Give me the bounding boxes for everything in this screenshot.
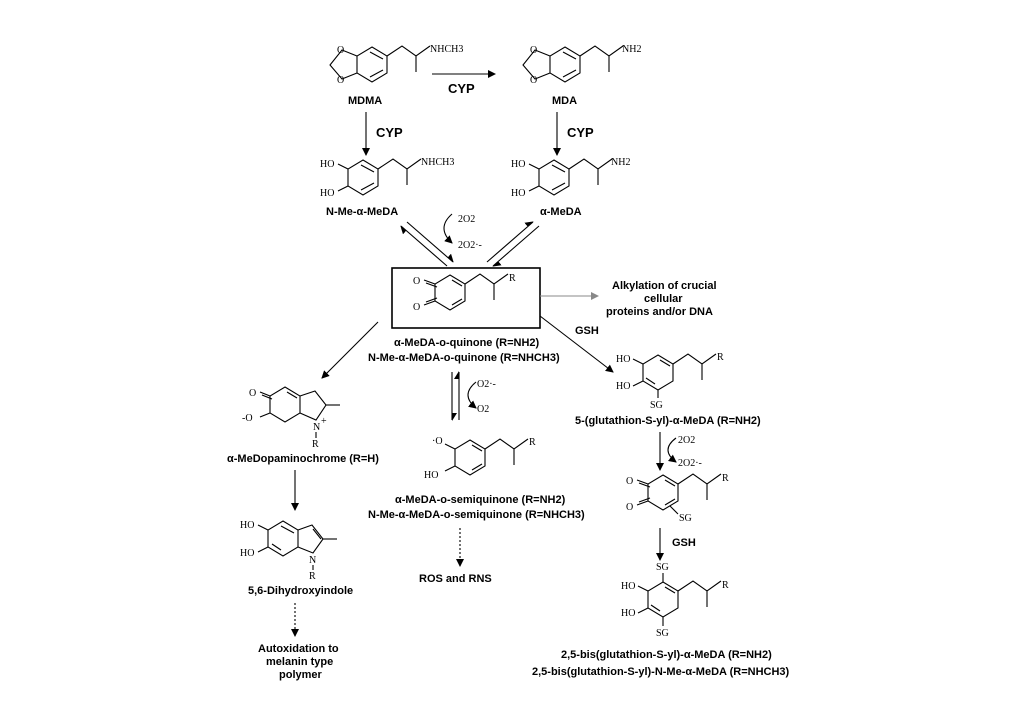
mda-structure: O O NH2 MDA bbox=[522, 44, 641, 107]
indole-oh1: HO bbox=[240, 520, 254, 531]
semiq-r: R bbox=[529, 437, 536, 448]
meda-oh2: HO bbox=[511, 188, 525, 199]
o2-in-label: 2O2 bbox=[458, 214, 475, 225]
indole-n: N bbox=[309, 555, 316, 566]
cyp-right-label: CYP bbox=[567, 125, 594, 140]
mdma-amine: NHCH3 bbox=[430, 44, 463, 55]
equilibrium-semiquinone bbox=[451, 371, 460, 421]
indole-label: 5,6-Dihydroxyindole bbox=[248, 585, 353, 597]
autox-line1: Autoxidation to bbox=[258, 643, 339, 655]
nmemeda-structure: HO HO NHCH3 N-Me-α-MeDA bbox=[320, 157, 454, 218]
alkylation-line1: Alkylation of crucial bbox=[612, 280, 717, 292]
semiq-o: ·O bbox=[432, 436, 443, 447]
semiq-label-2: N-Me-α-MeDA-o-semiquinone (R=NHCH3) bbox=[368, 509, 585, 521]
o2-out-label: 2O2·- bbox=[458, 240, 482, 251]
gsh1-r: R bbox=[717, 352, 724, 363]
gsh1-name: 5-(glutathion-S-yl)-α-MeDA (R=NH2) bbox=[575, 415, 761, 427]
aminochrome-o1: O bbox=[249, 388, 256, 399]
arrow-quinone-aminochrome bbox=[321, 321, 379, 379]
quinone-o1: O bbox=[413, 276, 420, 287]
mdma-structure: O O NHCH3 MDMA bbox=[329, 44, 463, 107]
bis-label-1: 2,5-bis(glutathion-S-yl)-α-MeDA (R=NH2) bbox=[561, 649, 772, 661]
quinone-label-2: N-Me-α-MeDA-o-quinone (R=NHCH3) bbox=[368, 352, 560, 364]
bis-oh2: HO bbox=[621, 608, 635, 619]
quinone-o2: O bbox=[413, 302, 420, 313]
quinone-label-1: α-MeDA-o-quinone (R=NH2) bbox=[394, 337, 540, 349]
alkylation-line3: proteins and/or DNA bbox=[606, 306, 713, 318]
gshq-o2: O bbox=[626, 502, 633, 513]
aminochrome-r: R bbox=[312, 439, 319, 450]
gshq-sg: SG bbox=[679, 513, 692, 524]
mda-label: MDA bbox=[552, 95, 577, 107]
nmemeda-oh1: HO bbox=[320, 159, 334, 170]
gshq-o1: O bbox=[626, 476, 633, 487]
gsh-quinone-structure: O O SG R bbox=[626, 473, 729, 524]
equilibrium-right bbox=[486, 221, 540, 267]
quinone-structure: O O R bbox=[413, 273, 516, 313]
nmemeda-amine: NHCH3 bbox=[421, 157, 454, 168]
meda-label: α-MeDA bbox=[540, 206, 582, 218]
aminochrome-label: α-MeDopaminochrome (R=H) bbox=[227, 453, 379, 465]
mdma-o2: O bbox=[337, 75, 344, 86]
gsh1-oh2: HO bbox=[616, 381, 630, 392]
cyp-top-label: CYP bbox=[448, 81, 475, 96]
autox-line2: melanin type bbox=[266, 656, 333, 668]
bis-sg2: SG bbox=[656, 628, 669, 639]
mda-o1: O bbox=[530, 45, 537, 56]
aminochrome-nplus: + bbox=[321, 416, 327, 427]
semiq-label-1: α-MeDA-o-semiquinone (R=NH2) bbox=[395, 494, 566, 506]
equilibrium-left bbox=[400, 221, 454, 267]
mdma-label: MDMA bbox=[348, 95, 382, 107]
arrow-quinone-gsh bbox=[539, 315, 614, 373]
indole-structure: HO HO N R bbox=[240, 520, 337, 582]
mdma-o1: O bbox=[337, 45, 344, 56]
mda-amine: NH2 bbox=[622, 44, 641, 55]
semiquinone-structure: ·O HO R bbox=[424, 436, 536, 481]
o2b-in-label: 2O2 bbox=[678, 435, 695, 446]
indole-oh2: HO bbox=[240, 548, 254, 559]
bis-sg1: SG bbox=[656, 562, 669, 573]
aminochrome-structure: O -O N + R bbox=[242, 386, 340, 450]
semiq-oh: HO bbox=[424, 470, 438, 481]
gsh1-sg: SG bbox=[650, 400, 663, 411]
ros-label: ROS and RNS bbox=[419, 573, 492, 585]
o2b-out-label: 2O2·- bbox=[678, 458, 702, 469]
gsh1-structure: HO HO SG R bbox=[616, 352, 724, 411]
bis-r: R bbox=[722, 580, 729, 591]
meda-oh1: HO bbox=[511, 159, 525, 170]
nmemeda-label: N-Me-α-MeDA bbox=[326, 206, 398, 218]
o2rad-label: O2·- bbox=[477, 379, 496, 390]
cyp-left-label: CYP bbox=[376, 125, 403, 140]
gshq-r: R bbox=[722, 473, 729, 484]
nmemeda-oh2: HO bbox=[320, 188, 334, 199]
bisgsh-structure: SG HO HO SG R bbox=[621, 562, 729, 639]
curved-o2-semi bbox=[467, 381, 477, 409]
o2-label: O2 bbox=[477, 404, 489, 415]
quinone-r: R bbox=[509, 273, 516, 284]
quinone-box bbox=[391, 267, 541, 329]
mda-o2: O bbox=[530, 75, 537, 86]
aminochrome-o2: -O bbox=[242, 413, 253, 424]
gsh1-oh1: HO bbox=[616, 354, 630, 365]
meda-amine: NH2 bbox=[611, 157, 630, 168]
bis-label-2: 2,5-bis(glutathion-S-yl)-N-Me-α-MeDA (R=… bbox=[532, 666, 790, 678]
alkylation-line2: cellular bbox=[644, 293, 683, 305]
curved-o2-arrow bbox=[443, 213, 453, 244]
gsh1-label: GSH bbox=[575, 325, 599, 337]
gsh2-label: GSH bbox=[672, 537, 696, 549]
curved-o2-gsh bbox=[667, 437, 677, 463]
autox-line3: polymer bbox=[279, 669, 323, 681]
aminochrome-n: N bbox=[313, 422, 320, 433]
bis-oh1: HO bbox=[621, 581, 635, 592]
indole-r: R bbox=[309, 571, 316, 582]
meda-structure: HO HO NH2 α-MeDA bbox=[511, 157, 630, 218]
